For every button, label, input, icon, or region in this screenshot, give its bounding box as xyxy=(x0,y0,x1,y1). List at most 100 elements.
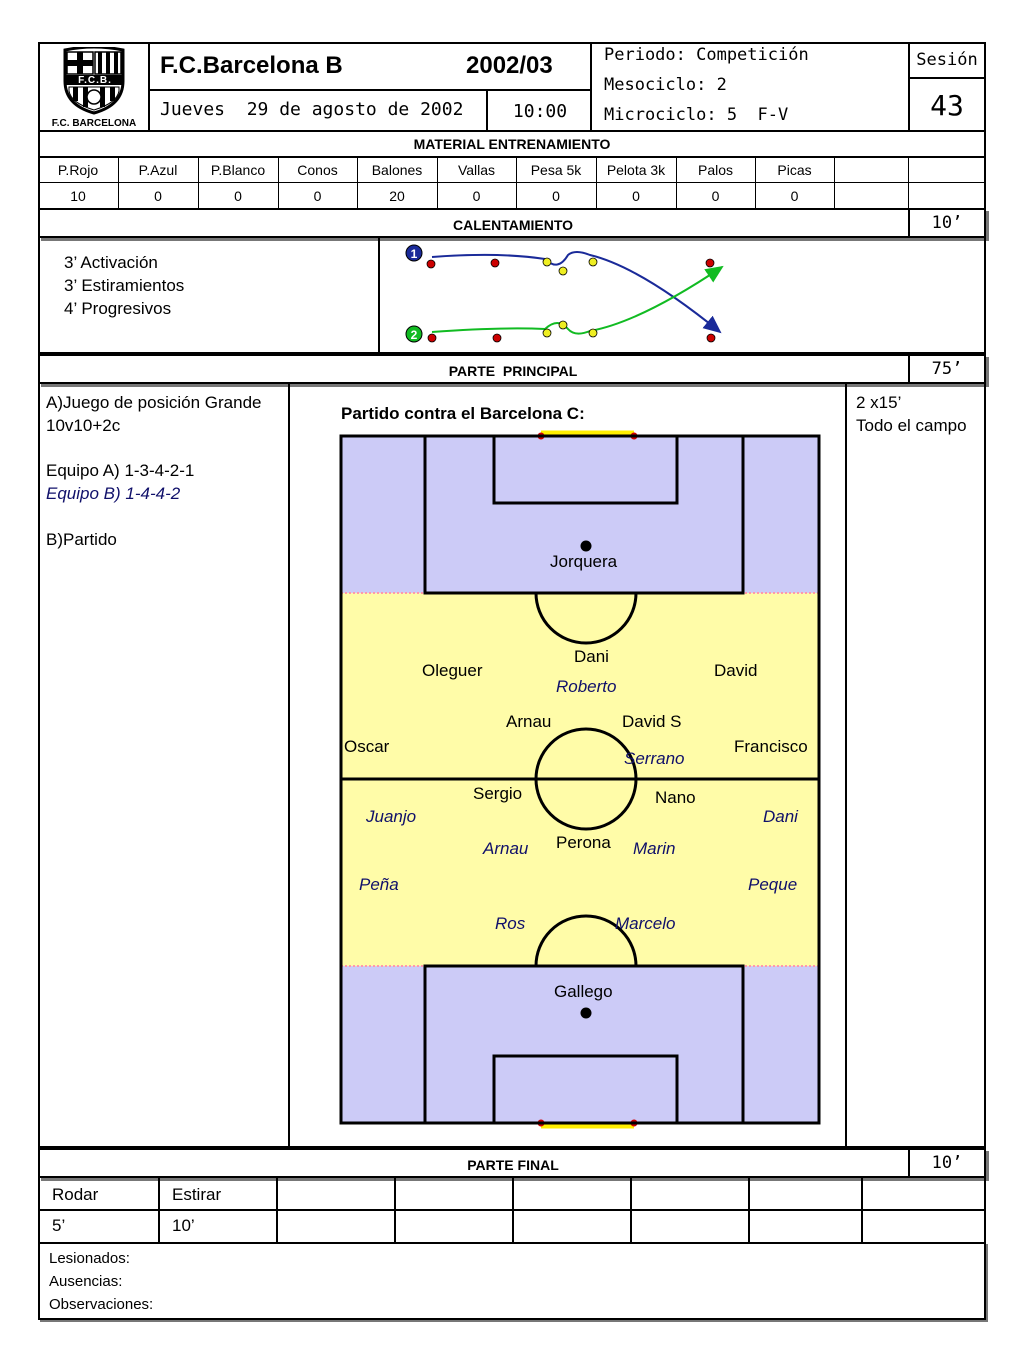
player-a-nano: Nano xyxy=(655,788,696,807)
final-col-value: 5’ xyxy=(52,1216,66,1235)
principal-line-5: Equipo B) 1-4-4-2 xyxy=(46,484,181,503)
player-b-pena: Peña xyxy=(359,875,399,894)
group-1-marker xyxy=(405,244,423,262)
material-col-value: 0 xyxy=(552,188,560,204)
player-dot xyxy=(426,259,436,269)
material-col-value: 20 xyxy=(389,188,405,204)
cone-dot xyxy=(558,320,568,330)
player-a-dani: Dani xyxy=(574,647,609,666)
player-b-peque: Peque xyxy=(748,875,798,894)
material-col-value: 0 xyxy=(711,188,720,204)
material-col-header: P.Rojo xyxy=(57,162,99,178)
team-name: F.C.Barcelona B xyxy=(160,52,343,79)
goalkeeper-dot xyxy=(580,540,592,552)
football-pitch xyxy=(339,430,821,1129)
player-b-juanjo: Juanjo xyxy=(366,807,417,826)
final-col-value: 10’ xyxy=(172,1216,195,1235)
periodo: Periodo: Competición xyxy=(604,45,809,65)
session-label: Sesión xyxy=(916,50,978,70)
notes-lesionados: Lesionados: xyxy=(49,1250,130,1267)
player-a-francisco: Francisco xyxy=(734,737,808,756)
player-b-marin: Marin xyxy=(633,839,676,858)
player-dot xyxy=(427,333,437,343)
goalkeeper-dot xyxy=(580,1007,592,1019)
warmup-diagram: 1 2 xyxy=(405,244,724,343)
material-col-value: 0 xyxy=(154,188,162,204)
player-a-jorquera: Jorquera xyxy=(550,552,618,571)
group-2-marker xyxy=(405,325,423,343)
session-time: 10:00 xyxy=(512,100,568,122)
material-col-header xyxy=(834,158,908,182)
principal-line-7: B)Partido xyxy=(46,530,117,549)
warmup-path-1 xyxy=(431,251,722,334)
material-col-value: 0 xyxy=(472,188,481,204)
player-b-dani: Dani xyxy=(763,807,798,826)
material-col-value: 0 xyxy=(234,188,242,204)
notes-observaciones: Observaciones: xyxy=(49,1296,154,1313)
final-col-header: Rodar xyxy=(52,1185,99,1204)
group-2-label: 2 xyxy=(411,328,418,342)
material-title: MATERIAL ENTRENAMIENTO xyxy=(413,136,611,152)
cone-dot xyxy=(588,328,598,338)
player-dot xyxy=(706,333,716,343)
player-b-ros: Ros xyxy=(495,914,526,933)
final-duration: 10’ xyxy=(931,1153,963,1173)
cone-dot xyxy=(542,328,552,338)
player-dot xyxy=(705,258,715,268)
player-b-serrano: Serrano xyxy=(624,749,685,768)
player-dot xyxy=(490,258,500,268)
logo-caption: F.C. BARCELONA xyxy=(51,117,137,129)
calentamiento-body xyxy=(38,236,986,354)
calentamiento-duration: 10’ xyxy=(931,213,963,233)
player-dot xyxy=(492,333,502,343)
material-col-header: Conos xyxy=(297,162,338,178)
principal-right-line-2: Todo el campo xyxy=(856,416,967,435)
material-col-value: 0 xyxy=(632,188,640,204)
cone-dot xyxy=(542,257,552,267)
player-a-david: David xyxy=(714,661,758,680)
player-a-perona: Perona xyxy=(556,833,611,852)
header-logo-cell: F.C.B. F.C. BARCELONA xyxy=(38,42,150,132)
warmup-line-1: 3’ Activación xyxy=(64,253,158,272)
material-col-value: 0 xyxy=(790,188,799,204)
principal-body xyxy=(38,382,986,1148)
player-b-marcelo: Marcelo xyxy=(615,914,676,933)
material-col-header: Palos xyxy=(697,162,734,178)
material-col-header xyxy=(908,158,986,182)
warmup-line-3: 4’ Progresivos xyxy=(64,299,172,318)
cone-dot xyxy=(588,257,598,267)
material-col-value: 10 xyxy=(70,188,86,204)
player-b-roberto: Roberto xyxy=(556,677,617,696)
principal-line-1: A)Juego de posición Grande xyxy=(46,393,262,412)
player-b-arnau: Arnau xyxy=(483,839,529,858)
player-a-david-s: David S xyxy=(622,712,682,731)
material-col-header: Pesa 5k xyxy=(530,162,582,178)
player-a-oscar: Oscar xyxy=(344,737,390,756)
principal-right-line-1: 2 x15’ xyxy=(856,393,902,412)
material-col-value xyxy=(834,184,908,208)
player-a-oleguer: Oleguer xyxy=(422,661,483,680)
final-col-header: Estirar xyxy=(172,1185,222,1204)
notes-box xyxy=(38,1242,986,1320)
warmup-line-2: 3’ Estiramientos xyxy=(64,276,185,295)
material-col-header: Pelota 3k xyxy=(606,162,666,178)
material-col-value: 0 xyxy=(313,188,322,204)
material-col-header: P.Blanco xyxy=(210,162,266,178)
season: 2002/03 xyxy=(466,52,553,79)
field-title: Partido contra el Barcelona C: xyxy=(341,404,585,423)
material-col-header: Balones xyxy=(371,162,423,178)
microciclo: Microciclo: 5 F-V xyxy=(604,105,789,125)
cone-dot xyxy=(558,266,568,276)
fcb-crest-icon xyxy=(63,47,125,115)
material-col-header: Picas xyxy=(777,162,812,178)
logo-letters: F.C.B. xyxy=(78,74,112,86)
group-1-label: 1 xyxy=(411,247,418,261)
calentamiento-title: CALENTAMIENTO xyxy=(452,217,574,233)
principal-line-4: Equipo A) 1-3-4-2-1 xyxy=(46,461,195,480)
session-number: 43 xyxy=(930,88,964,122)
player-a-sergio: Sergio xyxy=(473,784,523,803)
principal-duration: 75’ xyxy=(931,359,963,379)
final-title: PARTE FINAL xyxy=(467,1157,559,1173)
notes-ausencias: Ausencias: xyxy=(49,1273,123,1290)
player-a-arnau: Arnau xyxy=(506,712,552,731)
